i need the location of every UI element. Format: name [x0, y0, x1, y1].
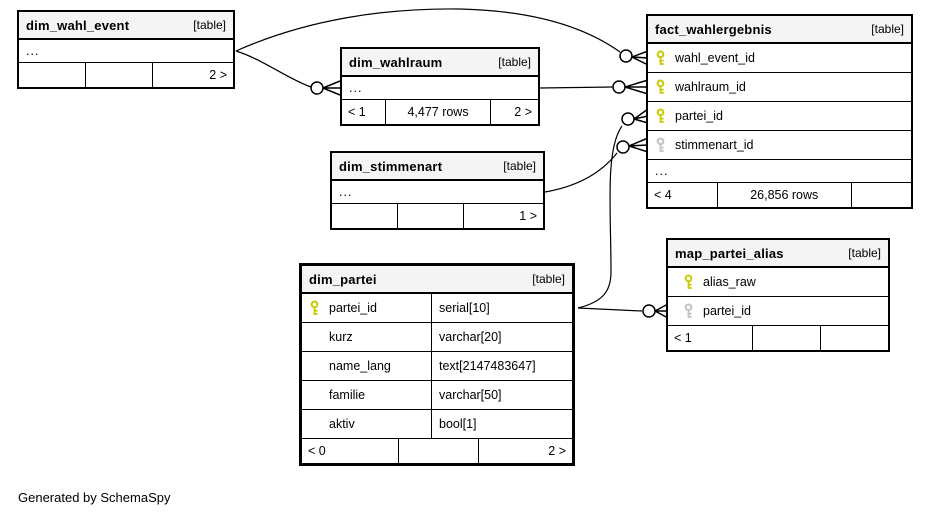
column-row-partei_id: partei_id — [668, 297, 888, 326]
column-type: varchar[50] — [439, 388, 502, 402]
table-header[interactable]: map_partei_alias [table] — [668, 240, 888, 268]
column-name: kurz — [329, 330, 353, 344]
footer-parents: < 4 — [648, 183, 718, 207]
footer-rows — [86, 63, 153, 87]
table-type-tag: [table] — [871, 22, 904, 36]
rel-dim_wahl_event-fact_wahlergebnis — [235, 8, 621, 53]
table-header[interactable]: dim_partei [table] — [302, 266, 572, 294]
column-row-aktiv: aktiv bool[1] — [302, 410, 572, 439]
footer-parents — [19, 63, 87, 87]
footer-rows — [399, 439, 479, 463]
column-type: text[2147483647] — [439, 359, 536, 373]
rel-dim_partei-fact_wahlergebnis — [577, 125, 623, 309]
column-name: familie — [329, 388, 366, 402]
rel-dim_partei-map_partei_alias — [577, 307, 643, 312]
column-name: aktiv — [329, 417, 355, 431]
column-name: wahlraum_id — [675, 80, 746, 94]
table-header[interactable]: fact_wahlergebnis [table] — [648, 16, 911, 44]
column-row-partei_id: partei_id — [648, 102, 911, 131]
table-type-tag: [table] — [498, 55, 531, 69]
column-row-stimmenart_id: stimmenart_id — [648, 131, 911, 160]
primary-key-icon — [656, 79, 665, 94]
column-row-wahlraum_id: wahlraum_id — [648, 73, 911, 102]
table-name[interactable]: dim_partei — [309, 271, 377, 287]
footer-rows — [398, 204, 464, 228]
footer-rows: 26,856 rows — [718, 183, 852, 207]
table-name[interactable]: fact_wahlergebnis — [655, 21, 772, 37]
primary-key-icon — [310, 300, 319, 315]
table-fact_wahlergebnis[interactable]: fact_wahlergebnis [table] wahl_event_id … — [646, 14, 913, 209]
footer-parents: < 1 — [668, 326, 753, 350]
table-name[interactable]: dim_wahlraum — [349, 54, 443, 70]
table-map_partei_alias[interactable]: map_partei_alias [table] alias_raw parte… — [666, 238, 890, 352]
hidden-columns-row: ... — [332, 181, 543, 204]
footer-children — [852, 183, 911, 207]
column-name: partei_id — [675, 109, 723, 123]
table-header[interactable]: dim_wahlraum [table] — [342, 49, 538, 77]
column-type: varchar[20] — [439, 330, 502, 344]
table-type-tag: [table] — [848, 246, 881, 260]
column-row-name_lang: name_lang text[2147483647] — [302, 352, 572, 381]
footer-children — [821, 326, 888, 350]
table-dim_wahl_event[interactable]: dim_wahl_event [table] ... 2 > — [17, 10, 235, 89]
column-type: serial[10] — [439, 301, 490, 315]
primary-key-icon — [656, 50, 665, 65]
column-name: partei_id — [329, 301, 377, 315]
column-name: stimmenart_id — [675, 138, 754, 152]
table-header[interactable]: dim_wahl_event [table] — [19, 12, 233, 40]
table-header[interactable]: dim_stimmenart [table] — [332, 153, 543, 181]
table-footer: 2 > — [19, 63, 233, 87]
column-name: partei_id — [703, 304, 751, 318]
footer-parents: < 1 — [342, 100, 387, 124]
table-dim_stimmenart[interactable]: dim_stimmenart [table] ... 1 > — [330, 151, 545, 230]
footer-parents — [332, 204, 399, 228]
footer-rows — [753, 326, 821, 350]
column-name: alias_raw — [703, 275, 756, 289]
primary-key-icon — [684, 274, 693, 289]
column-name: name_lang — [329, 359, 391, 373]
table-name[interactable]: map_partei_alias — [675, 245, 784, 261]
footer-children: 1 > — [519, 209, 537, 223]
hidden-columns-row: ... — [342, 77, 538, 100]
column-type: bool[1] — [439, 417, 477, 431]
table-dim_wahlraum[interactable]: dim_wahlraum [table] ... < 1 4,477 rows … — [340, 47, 540, 126]
column-row-alias_raw: alias_raw — [668, 268, 888, 297]
table-name[interactable]: dim_wahl_event — [26, 17, 130, 33]
footer-children: 2 > — [548, 444, 566, 458]
table-type-tag: [table] — [503, 159, 536, 173]
footer-children: 2 > — [514, 105, 532, 119]
footer-parents: < 0 — [302, 439, 400, 463]
rel-dim_wahl_event-dim_wahlraum — [235, 50, 312, 88]
table-name[interactable]: dim_stimmenart — [339, 158, 443, 174]
table-type-tag: [table] — [532, 272, 565, 286]
rel-dim_stimmenart-fact_wahlergebnis — [544, 152, 618, 193]
hidden-columns-row: ... — [19, 40, 233, 63]
column-name: wahl_event_id — [675, 51, 755, 65]
hidden-columns-row: ... — [648, 160, 911, 183]
column-row-wahl_event_id: wahl_event_id — [648, 44, 911, 73]
table-footer: < 0 2 > — [302, 439, 572, 463]
column-row-kurz: kurz varchar[20] — [302, 323, 572, 352]
foreign-key-icon — [656, 137, 665, 152]
table-dim_partei[interactable]: dim_partei [table] partei_id serial[10] … — [299, 263, 575, 466]
table-footer: < 4 26,856 rows — [648, 183, 911, 207]
column-row-familie: familie varchar[50] — [302, 381, 572, 410]
table-footer: < 1 — [668, 326, 888, 350]
column-row-partei_id: partei_id serial[10] — [302, 294, 572, 323]
generated-by-credit: Generated by SchemaSpy — [18, 490, 171, 505]
table-footer: 1 > — [332, 204, 543, 228]
table-footer: < 1 4,477 rows 2 > — [342, 100, 538, 124]
footer-children: 2 > — [209, 68, 227, 82]
footer-rows: 4,477 rows — [386, 100, 491, 124]
rel-dim_wahlraum-fact_wahlergebnis — [539, 86, 614, 89]
table-type-tag: [table] — [193, 18, 226, 32]
foreign-key-icon — [684, 303, 693, 318]
primary-key-icon — [656, 108, 665, 123]
